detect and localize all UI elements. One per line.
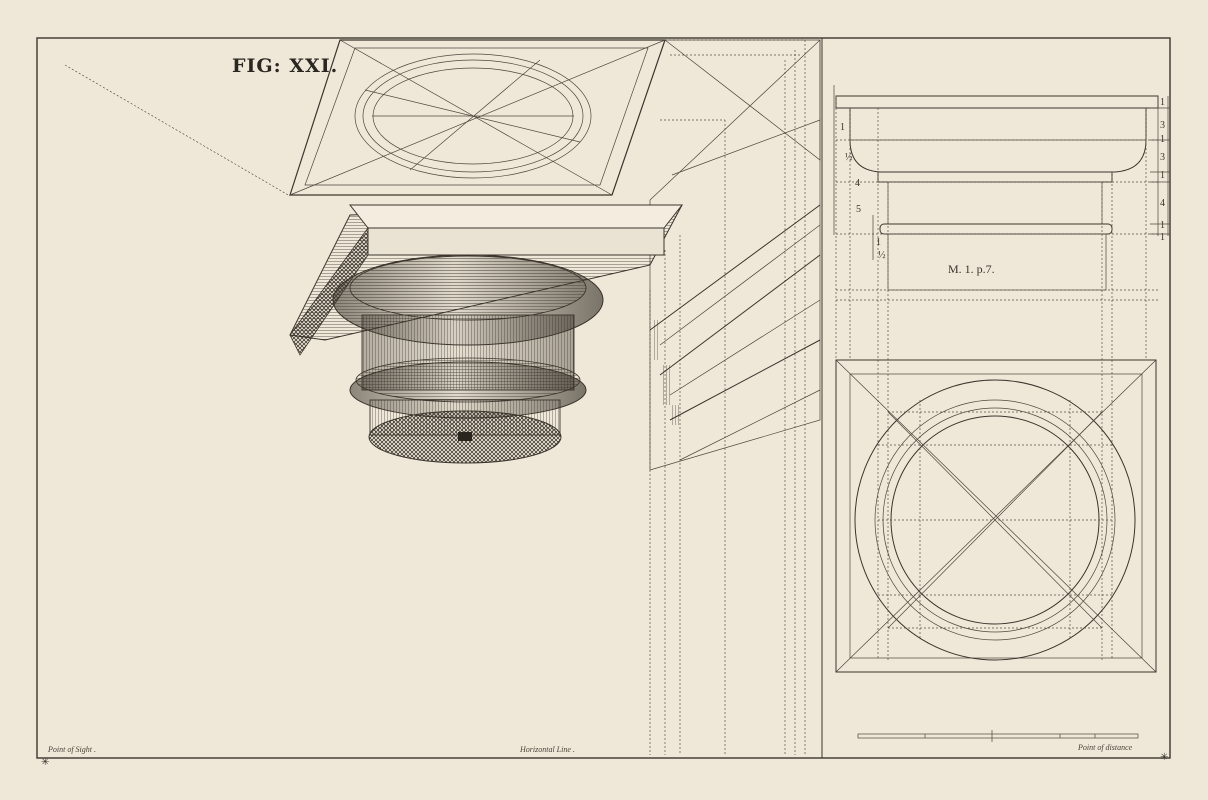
scale-label-left: 1 bbox=[876, 237, 881, 248]
sight-line bbox=[64, 64, 291, 197]
reference-note: M. 1. p.7. bbox=[948, 262, 995, 276]
bottom-scale-bar bbox=[857, 730, 1139, 742]
horizontal-line-label: Horizontal Line . bbox=[519, 745, 575, 754]
scale-label-right: 1 bbox=[1160, 232, 1165, 243]
capital-perspective bbox=[289, 204, 684, 464]
wall-block bbox=[649, 39, 821, 471]
perspective-plan bbox=[289, 39, 666, 196]
scale-label-right: 4 bbox=[1160, 198, 1165, 209]
scale-label-right: 1 bbox=[1160, 220, 1165, 231]
scale-label-right: 3 bbox=[1160, 152, 1165, 163]
point-of-distance-label: Point of distance bbox=[1077, 743, 1133, 752]
scale-label-right: 1 bbox=[1160, 97, 1165, 108]
scale-label-left: 5 bbox=[856, 204, 861, 215]
capital-plan bbox=[835, 359, 1157, 673]
height-scale bbox=[1150, 96, 1170, 236]
scale-label-left: ½ bbox=[878, 250, 886, 261]
svg-text:✳: ✳ bbox=[1160, 752, 1168, 763]
point-of-sight-label: Point of Sight . bbox=[47, 745, 96, 754]
corner-marks: ✳ ✳ bbox=[41, 752, 1168, 768]
capital-elevation bbox=[833, 85, 1159, 660]
scale-label-left: 4 bbox=[855, 178, 860, 189]
plate-border bbox=[36, 37, 1171, 759]
svg-text:✳: ✳ bbox=[41, 757, 49, 768]
projection-lines bbox=[649, 39, 821, 755]
scale-label-right: 3 bbox=[1160, 120, 1165, 131]
figure-title: FIG: XXI. bbox=[232, 55, 338, 77]
scale-label-left: ½ bbox=[845, 152, 853, 163]
scale-label-left: 1 bbox=[840, 122, 845, 133]
scale-label-right: 1 bbox=[1160, 134, 1165, 145]
scale-label-right: 1 bbox=[1160, 170, 1165, 181]
